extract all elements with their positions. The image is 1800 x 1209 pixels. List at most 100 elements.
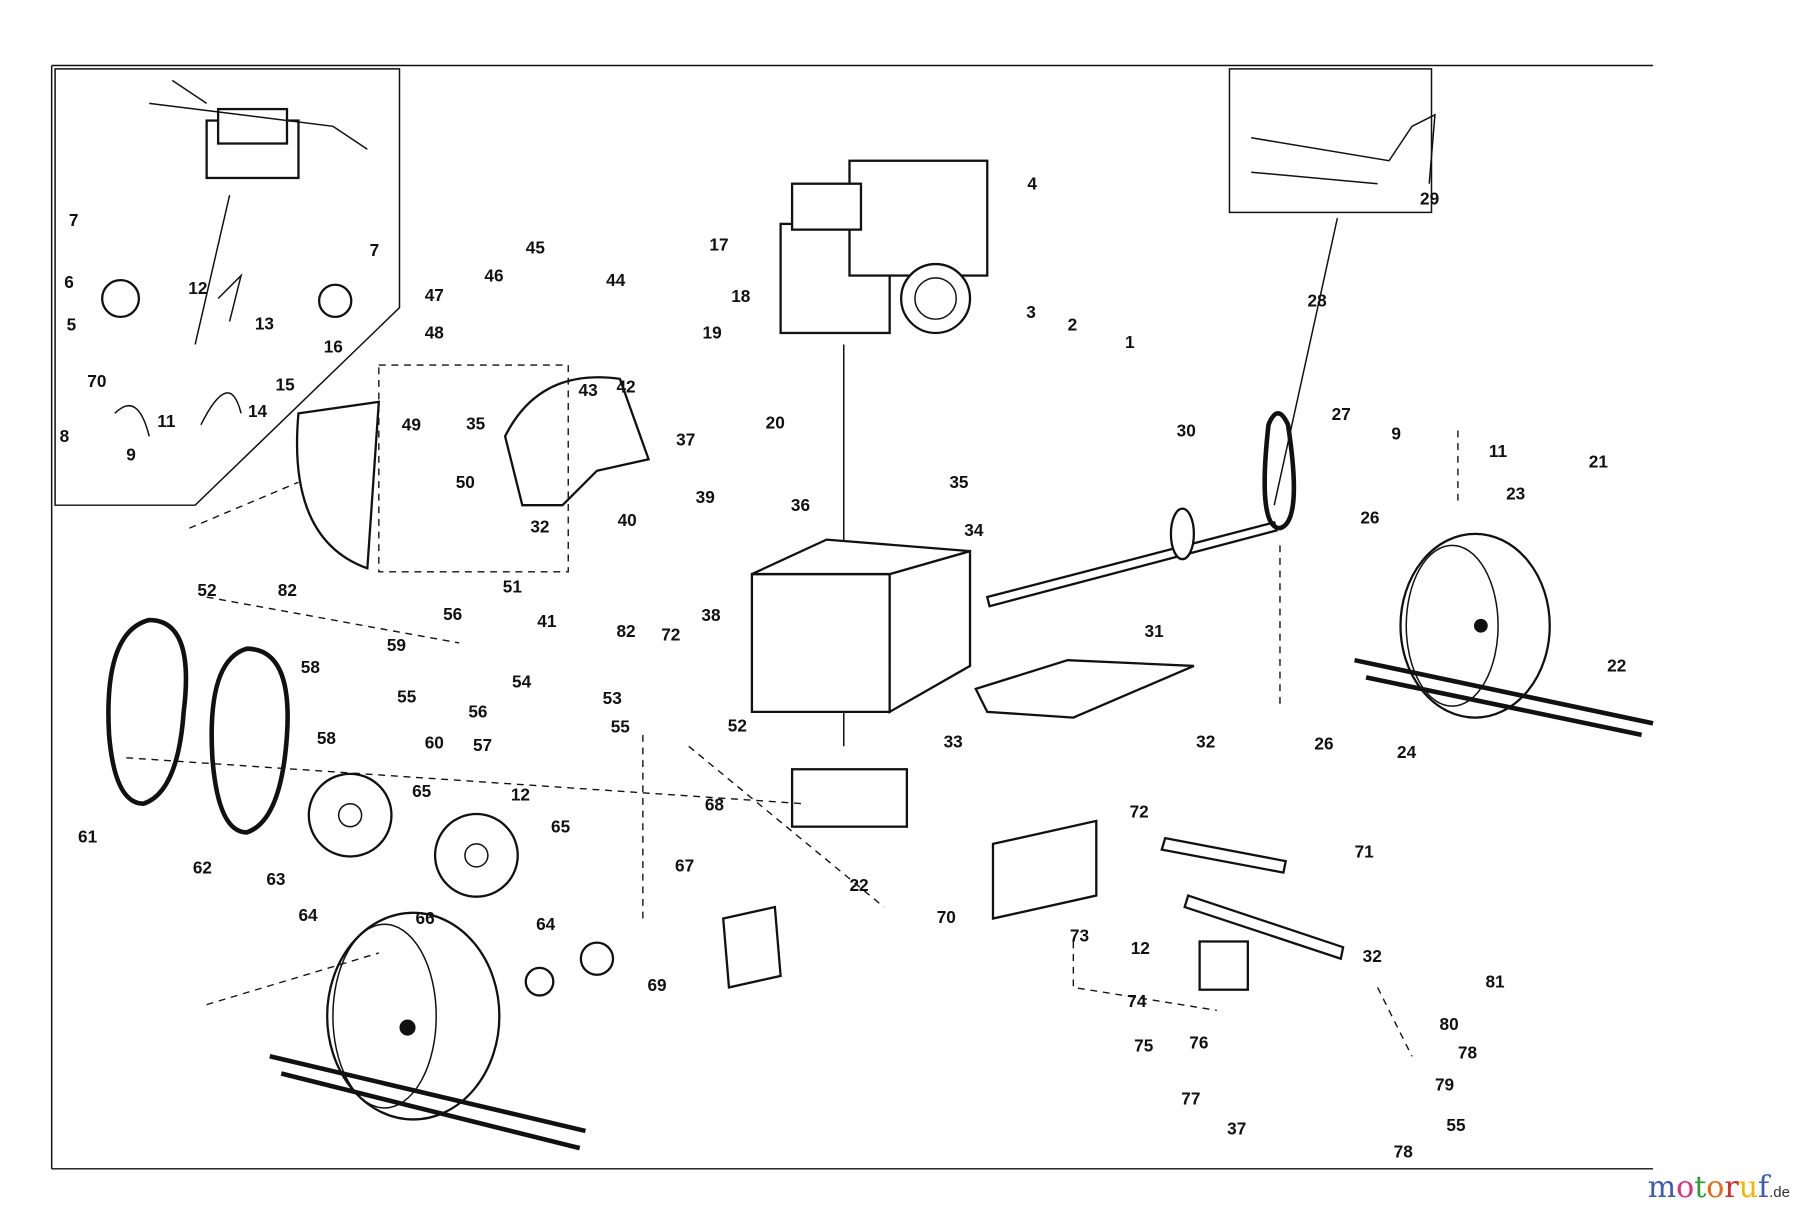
part-label-63: 63	[266, 869, 285, 889]
part-label-32: 32	[1196, 731, 1215, 751]
part-label-70: 70	[937, 907, 956, 927]
belt-61	[106, 617, 189, 807]
part-label-17: 17	[709, 234, 728, 254]
part-label-28: 28	[1308, 291, 1328, 311]
belt-62	[209, 646, 290, 835]
part-label-44: 44	[606, 270, 626, 290]
brand-letter: f	[1758, 1170, 1770, 1205]
part-label-79: 79	[1435, 1075, 1454, 1095]
part-label-54: 54	[512, 672, 532, 692]
part-label-14: 14	[248, 401, 268, 421]
part-label-33: 33	[944, 731, 963, 751]
part-29	[1251, 113, 1436, 185]
inset-box	[54, 68, 401, 506]
brand-letter: t	[1694, 1170, 1707, 1205]
part-label-24: 24	[1397, 742, 1417, 762]
part-label-70: 70	[87, 371, 106, 391]
part-label-77: 77	[1181, 1089, 1200, 1109]
part-label-55: 55	[1446, 1115, 1466, 1135]
disc-30	[1169, 507, 1196, 561]
part-label-64: 64	[536, 914, 556, 934]
part-label-52: 52	[197, 580, 216, 600]
part-label-80: 80	[1440, 1014, 1459, 1034]
part-label-39: 39	[696, 487, 715, 507]
part-label-35: 35	[949, 472, 969, 492]
part-label-23: 23	[1506, 483, 1525, 503]
part-label-37: 37	[1227, 1118, 1246, 1138]
part-label-59: 59	[387, 635, 406, 655]
brand-letter: o	[1706, 1170, 1725, 1205]
part-label-56: 56	[443, 604, 462, 624]
part-label-67: 67	[675, 855, 694, 875]
part-label-18: 18	[731, 286, 751, 306]
part-label-74: 74	[1127, 991, 1147, 1011]
part-label-46: 46	[484, 265, 503, 285]
bracket-70	[991, 819, 1098, 920]
part-label-5: 5	[67, 315, 77, 335]
part-label-26: 26	[1314, 734, 1333, 754]
inset-engine-part	[101, 79, 368, 437]
part-label-34: 34	[964, 520, 984, 540]
housing-34	[750, 538, 972, 714]
part-label-6: 6	[64, 272, 74, 292]
part-label-21: 21	[1589, 451, 1609, 471]
part-label-64: 64	[298, 905, 318, 925]
part-label-76: 76	[1189, 1032, 1208, 1052]
part-label-41: 41	[537, 611, 557, 631]
part-label-72: 72	[661, 625, 680, 645]
part-label-82: 82	[278, 580, 297, 600]
shroud-42	[503, 376, 651, 507]
part-label-20: 20	[766, 412, 785, 432]
part-label-78: 78	[1394, 1141, 1414, 1161]
plate-31	[974, 659, 1195, 719]
tld-text: .de	[1769, 1184, 1790, 1201]
part-label-1: 1	[1125, 332, 1135, 352]
part-label-55: 55	[397, 687, 417, 707]
gearbox-69	[721, 905, 782, 989]
motoruf-logo: motoruf.de	[1648, 1170, 1790, 1205]
part-label-57: 57	[473, 735, 492, 755]
part-label-38: 38	[701, 605, 721, 625]
part-label-11: 11	[1489, 441, 1508, 461]
part-label-69: 69	[647, 975, 666, 995]
part-label-13: 13	[255, 314, 274, 334]
part-76	[1198, 940, 1249, 991]
part-label-12: 12	[188, 278, 207, 298]
part-label-29: 29	[1420, 188, 1439, 208]
bracket-68	[790, 768, 909, 828]
pulley-66	[433, 812, 519, 898]
part-label-27: 27	[1332, 404, 1351, 424]
part-label-9: 9	[126, 444, 136, 464]
brand-letter: m	[1647, 1170, 1677, 1205]
part-label-65: 65	[412, 781, 432, 801]
assembly-lines	[126, 430, 1459, 1057]
brand-text: motoruf	[1648, 1170, 1769, 1205]
part-label-56: 56	[468, 702, 487, 722]
engine	[779, 159, 989, 335]
part-label-11: 11	[157, 411, 176, 431]
part-label-71: 71	[1355, 842, 1375, 862]
part-label-52: 52	[728, 715, 747, 735]
part-label-75: 75	[1134, 1036, 1154, 1056]
part-label-35: 35	[466, 413, 486, 433]
part-label-82: 82	[616, 621, 635, 641]
part-label-40: 40	[618, 510, 637, 530]
part-label-62: 62	[193, 858, 212, 878]
part-label-3: 3	[1026, 302, 1036, 322]
wheel-23	[1354, 532, 1654, 738]
part-label-72: 72	[1130, 801, 1149, 821]
part-label-55: 55	[611, 717, 631, 737]
part-label-32: 32	[530, 517, 549, 537]
part-label-49: 49	[402, 415, 421, 435]
part-label-12: 12	[1131, 938, 1150, 958]
part-label-58: 58	[317, 728, 337, 748]
part-label-8: 8	[60, 426, 70, 446]
brand-letter: u	[1738, 1170, 1759, 1205]
part-label-15: 15	[276, 374, 296, 394]
part-label-22: 22	[849, 875, 868, 895]
wheel-left	[269, 911, 615, 1151]
inset-box-29	[1228, 68, 1433, 214]
part-label-32: 32	[1363, 946, 1382, 966]
